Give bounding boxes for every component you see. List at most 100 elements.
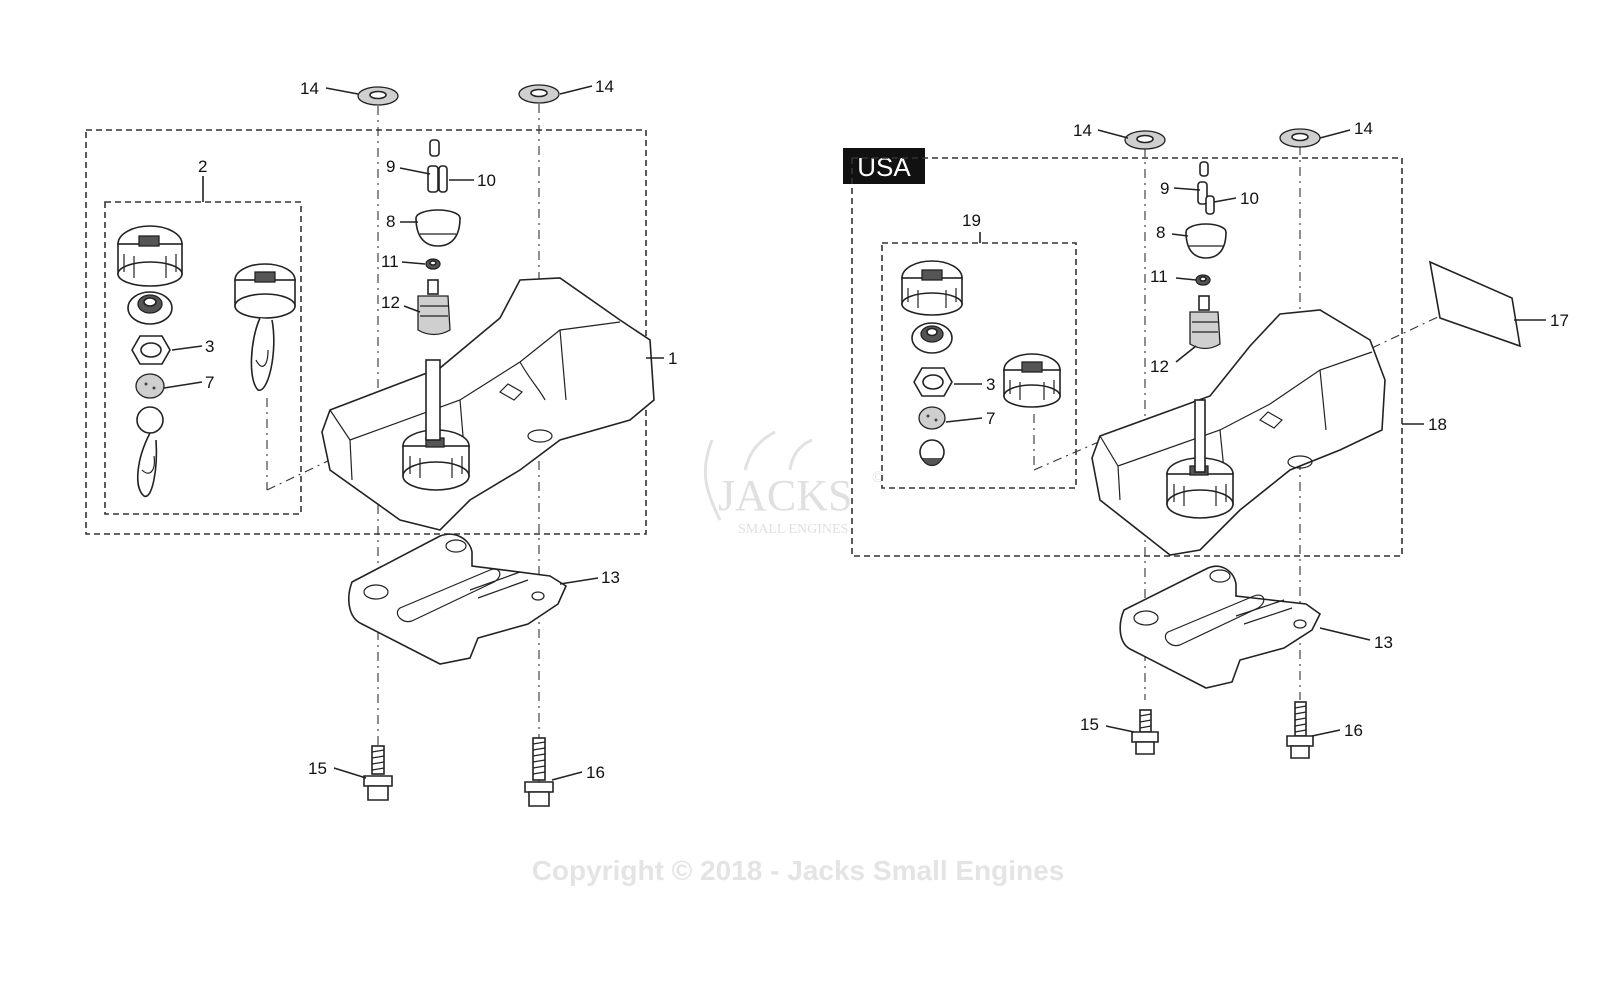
right-label-15: 15 [1080,715,1099,734]
right-washer-1 [1124,130,1166,150]
right-assembly-box [851,157,1403,557]
right-kit-seal [911,322,953,354]
left-leader-3 [171,345,203,351]
left-label-7: 7 [205,373,214,392]
left-leader-15 [333,767,367,779]
right-grommet-8 [1185,223,1227,259]
right-label-8: 8 [1156,223,1165,242]
left-label-14b: 14 [595,77,614,96]
left-kit-cap-strap [234,263,296,391]
right-label-3: 3 [986,375,995,394]
left-label-3: 3 [205,337,214,356]
left-part-7 [135,373,165,399]
left-label-12: 12 [381,293,400,312]
copyright-text: Copyright © 2018 - Jacks Small Engines [532,855,1065,886]
right-bolt-16 [1286,701,1314,759]
right-label-19: 19 [962,211,981,230]
left-leader-7 [163,381,203,389]
right-part-11 [1195,274,1211,286]
right-bracket-13 [1119,565,1322,689]
watermark-logo: JACKS SMALL ENGINES © [703,430,884,537]
right-label-18: 18 [1428,415,1447,434]
right-label-12: 12 [1150,357,1169,376]
left-label-10: 10 [477,171,496,190]
left-pipe-10 [427,165,448,193]
right-leader-12 [1175,345,1197,363]
right-leader-16 [1311,729,1341,737]
left-leader-14a [325,87,359,95]
left-kit-cap [117,225,183,287]
right-label-14a: 14 [1073,121,1092,140]
left-washer-1 [357,86,399,106]
right-leader-15 [1105,725,1135,733]
right-kit-cap [901,260,963,316]
right-leader-8 [1171,233,1189,237]
right-assembly: USA [843,119,1569,759]
watermark-sub: SMALL ENGINES [738,522,848,537]
left-label-16: 16 [586,763,605,782]
left-cap-kit-box [104,201,302,515]
right-label-9: 9 [1160,179,1169,198]
left-assembly: 14 14 2 9 10 8 11 12 3 7 1 13 15 16 [85,77,677,807]
left-kit-seal [127,291,173,325]
left-part-3 [131,335,171,365]
right-leader-13 [1319,627,1371,641]
left-leader-11 [401,261,426,265]
right-cap-kit-box [881,242,1077,489]
usa-tag-text: USA [857,152,911,182]
left-label-8: 8 [386,212,395,231]
right-part-3 [913,367,953,397]
right-part-7 [918,406,946,430]
left-leader-9 [399,167,431,175]
right-pipe-9 [1199,161,1209,177]
watermark-mark: © [872,469,884,486]
left-bolt-16 [524,737,554,807]
left-assembly-box [85,129,647,535]
left-fuel-tank [321,277,655,531]
left-label-15: 15 [308,759,327,778]
right-label-13: 13 [1374,633,1393,652]
right-tank-cap [1166,457,1234,519]
left-pipe-9 [429,139,440,157]
right-leader-14b [1319,129,1351,139]
right-label-10: 10 [1240,189,1259,208]
right-leader-9 [1173,187,1201,191]
left-bolt-15 [363,745,393,801]
right-fuel-line [1194,399,1206,473]
left-grommet-8 [415,209,461,247]
right-fuel-tank [1091,309,1386,556]
left-label-9: 9 [386,157,395,176]
right-label-plate-17 [1428,260,1522,348]
right-filter-12 [1189,295,1221,350]
right-washer-2 [1279,128,1321,148]
right-leader-11 [1175,277,1197,281]
left-bracket-13 [348,533,568,665]
right-label-16: 16 [1344,721,1363,740]
left-leader-12 [403,305,421,313]
right-label-14b: 14 [1354,119,1373,138]
left-label-14a: 14 [300,79,319,98]
right-label-axis [1371,315,1441,349]
left-label-1: 1 [668,349,677,368]
left-fuel-line [425,359,441,441]
left-leader-13 [559,577,599,585]
right-leader-10 [1213,197,1237,203]
right-leader-7 [945,417,983,423]
left-label-13: 13 [601,568,620,587]
left-filter-12 [417,279,451,336]
right-bolt-15 [1131,709,1159,755]
left-label-2: 2 [198,157,207,176]
right-label-7: 7 [986,409,995,428]
left-washer-2 [518,84,560,104]
left-label-11: 11 [381,252,399,271]
left-leader-16 [551,771,583,781]
left-tank-cap [402,429,470,491]
left-part-11 [425,258,441,270]
right-cap-axis-2 [1033,423,1141,471]
right-label-17: 17 [1550,311,1569,330]
watermark-brand: JACKS [718,471,853,520]
left-kit-ball [136,406,164,497]
usa-tag [843,148,925,184]
right-pipe-10 [1197,181,1215,215]
